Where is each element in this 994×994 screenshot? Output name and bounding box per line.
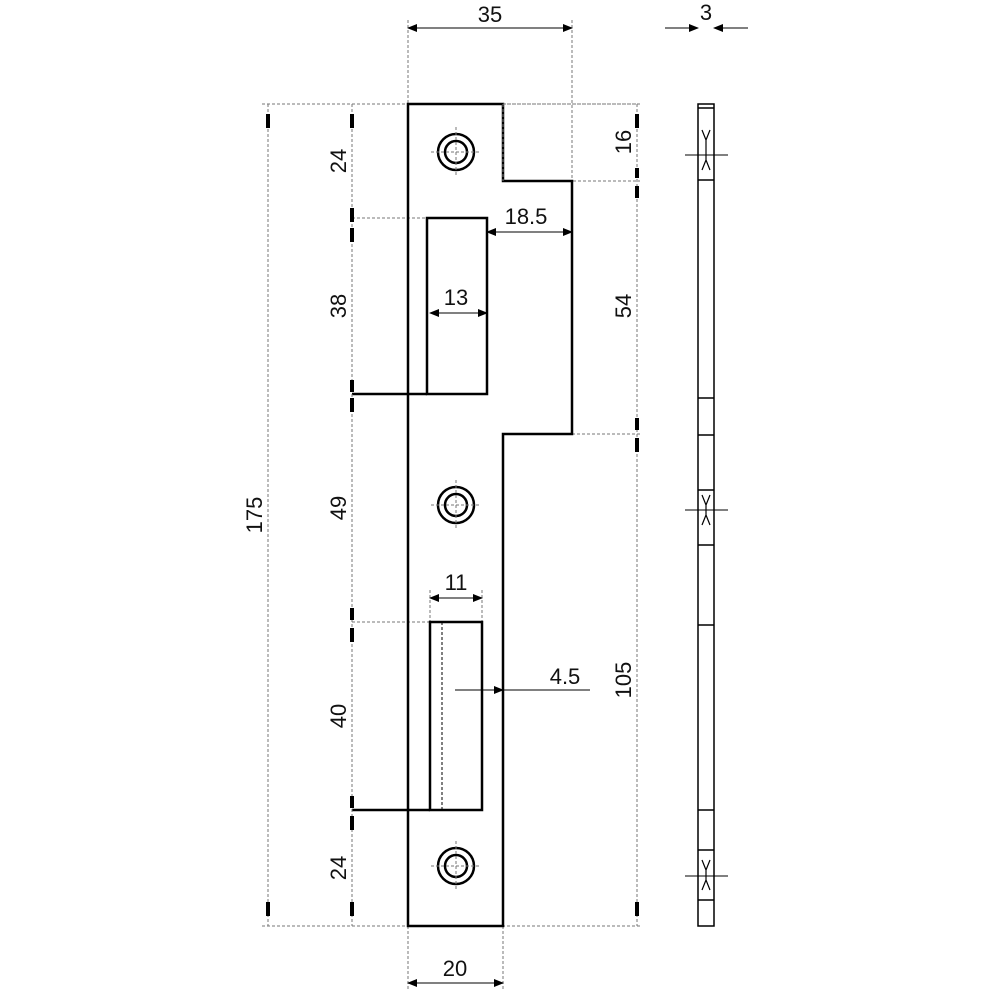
dim-slot1-to-edge: 18.5 [505,204,548,229]
strike-plate-front-view [352,102,640,928]
dim-overall-width: 35 [478,2,502,27]
dimension-lines [266,24,748,987]
dim-top-24: 24 [326,149,351,173]
screw-hole-top-icon [431,127,481,177]
dim-slot1-width: 13 [444,285,468,310]
lower-slot [428,620,484,812]
dim-overall-height: 175 [242,497,267,534]
dim-slot1-height: 38 [326,294,351,318]
dim-slot2-offset: 4.5 [550,664,581,689]
dim-top-notch: 16 [611,130,636,154]
upper-latch-slot [425,216,489,396]
dim-slot2-width: 11 [445,570,468,595]
dim-lower-height: 105 [611,662,636,699]
screw-hole-bottom-icon [431,841,481,891]
dim-bottom-width: 20 [443,956,467,981]
dim-bottom-24: 24 [326,856,351,880]
dim-thickness: 3 [700,0,712,25]
dim-between-slots: 49 [326,496,351,520]
strike-plate-side-view [685,103,728,927]
dim-slot2-height: 40 [326,704,351,728]
screw-hole-middle-icon [431,480,481,530]
dim-tongue-height: 54 [611,294,636,318]
